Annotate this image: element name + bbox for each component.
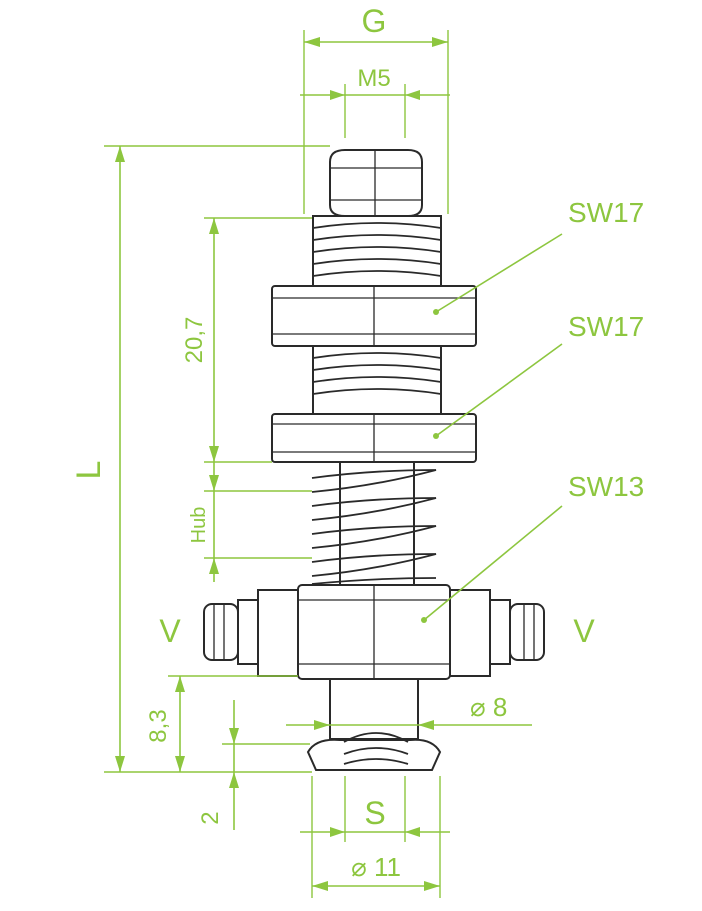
dim-8-3: 8,3: [145, 675, 298, 772]
callout-sw13: SW13: [421, 471, 644, 623]
dim-hub-label: Hub: [188, 507, 210, 544]
dim-2-label: 2: [197, 811, 224, 824]
callout-sw17-upper-label: SW17: [568, 197, 644, 228]
callouts: SW17 SW17 SW13: [421, 197, 644, 623]
suction-cup: [306, 732, 442, 771]
dim-L: L: [70, 145, 330, 773]
dim-M5-label: M5: [357, 65, 390, 92]
middle-thread: [312, 345, 442, 415]
callout-sw17-lower-label: SW17: [568, 311, 644, 342]
spring: [311, 461, 437, 591]
dim-d8: ⌀ 8: [286, 692, 532, 730]
port-label-left: V: [159, 613, 181, 649]
callout-sw17-upper: SW17: [433, 197, 644, 315]
dim-20-7: 20,7: [181, 217, 312, 463]
dim-2: 2: [197, 700, 310, 830]
dim-8-3-label: 8,3: [145, 709, 172, 742]
part-outline: [203, 149, 545, 771]
dim-G-label: G: [362, 3, 387, 39]
dim-hub: Hub: [188, 462, 312, 582]
dim-d11: ⌀ 11: [311, 776, 441, 898]
dimension-lines: G M5 L 20,7: [70, 3, 532, 898]
dim-G: G: [303, 3, 449, 214]
dim-L-label: L: [70, 461, 108, 480]
top-cap-nut: [329, 149, 423, 217]
hex-body-bottom: [203, 584, 545, 680]
hex-nut-upper: [271, 285, 477, 347]
upper-thread: [312, 215, 442, 287]
callout-sw17-lower: SW17: [433, 311, 644, 439]
dim-S: S: [300, 776, 450, 842]
dim-d8-label: ⌀ 8: [470, 692, 507, 722]
hex-nut-lower: [271, 413, 477, 463]
dim-S-label: S: [364, 795, 385, 831]
dim-d11-label: ⌀ 11: [351, 852, 401, 882]
port-label-right: V: [573, 613, 595, 649]
callout-sw13-label: SW13: [568, 471, 644, 502]
dim-M5: M5: [300, 65, 450, 138]
dim-20-7-label: 20,7: [181, 317, 208, 364]
plunger-shaft: [329, 678, 419, 740]
